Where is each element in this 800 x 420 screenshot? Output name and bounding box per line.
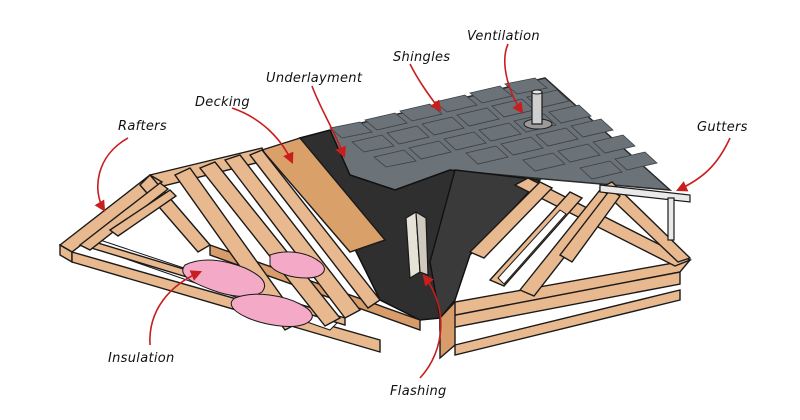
flashing-arrow <box>419 274 442 379</box>
ventilation-label: Ventilation <box>467 29 540 44</box>
gutters-arrow <box>675 137 731 192</box>
rafters-label: Rafters <box>118 119 167 134</box>
insulation-label: Insulation <box>108 351 175 366</box>
valley-underlayment <box>429 169 542 320</box>
underlayment-label: Underlayment <box>266 71 363 86</box>
decking-arrow <box>231 107 294 165</box>
shingles-arrow <box>409 63 442 112</box>
component-labels: Rafters Decking Underlayment Shingles Ve… <box>108 29 748 399</box>
right-rafter-frame <box>438 177 692 360</box>
decking-panel <box>260 137 387 253</box>
decking-label: Decking <box>195 95 250 110</box>
flashing-label: Flashing <box>390 384 447 399</box>
gutters-label: Gutters <box>697 120 748 135</box>
insulation-batts <box>182 251 325 327</box>
shingles-label: Shingles <box>393 50 450 65</box>
ventilation-arrow <box>504 43 524 114</box>
flashing-strip <box>405 210 429 280</box>
gutter <box>599 184 691 241</box>
ventilation-pipe <box>523 89 553 130</box>
shingle-rows <box>329 77 658 180</box>
rafters-arrow <box>94 137 129 212</box>
insulation-arrow <box>149 270 203 346</box>
shingles-area <box>298 77 673 191</box>
underlayment-arrow <box>311 85 347 159</box>
callout-arrows <box>94 43 731 379</box>
